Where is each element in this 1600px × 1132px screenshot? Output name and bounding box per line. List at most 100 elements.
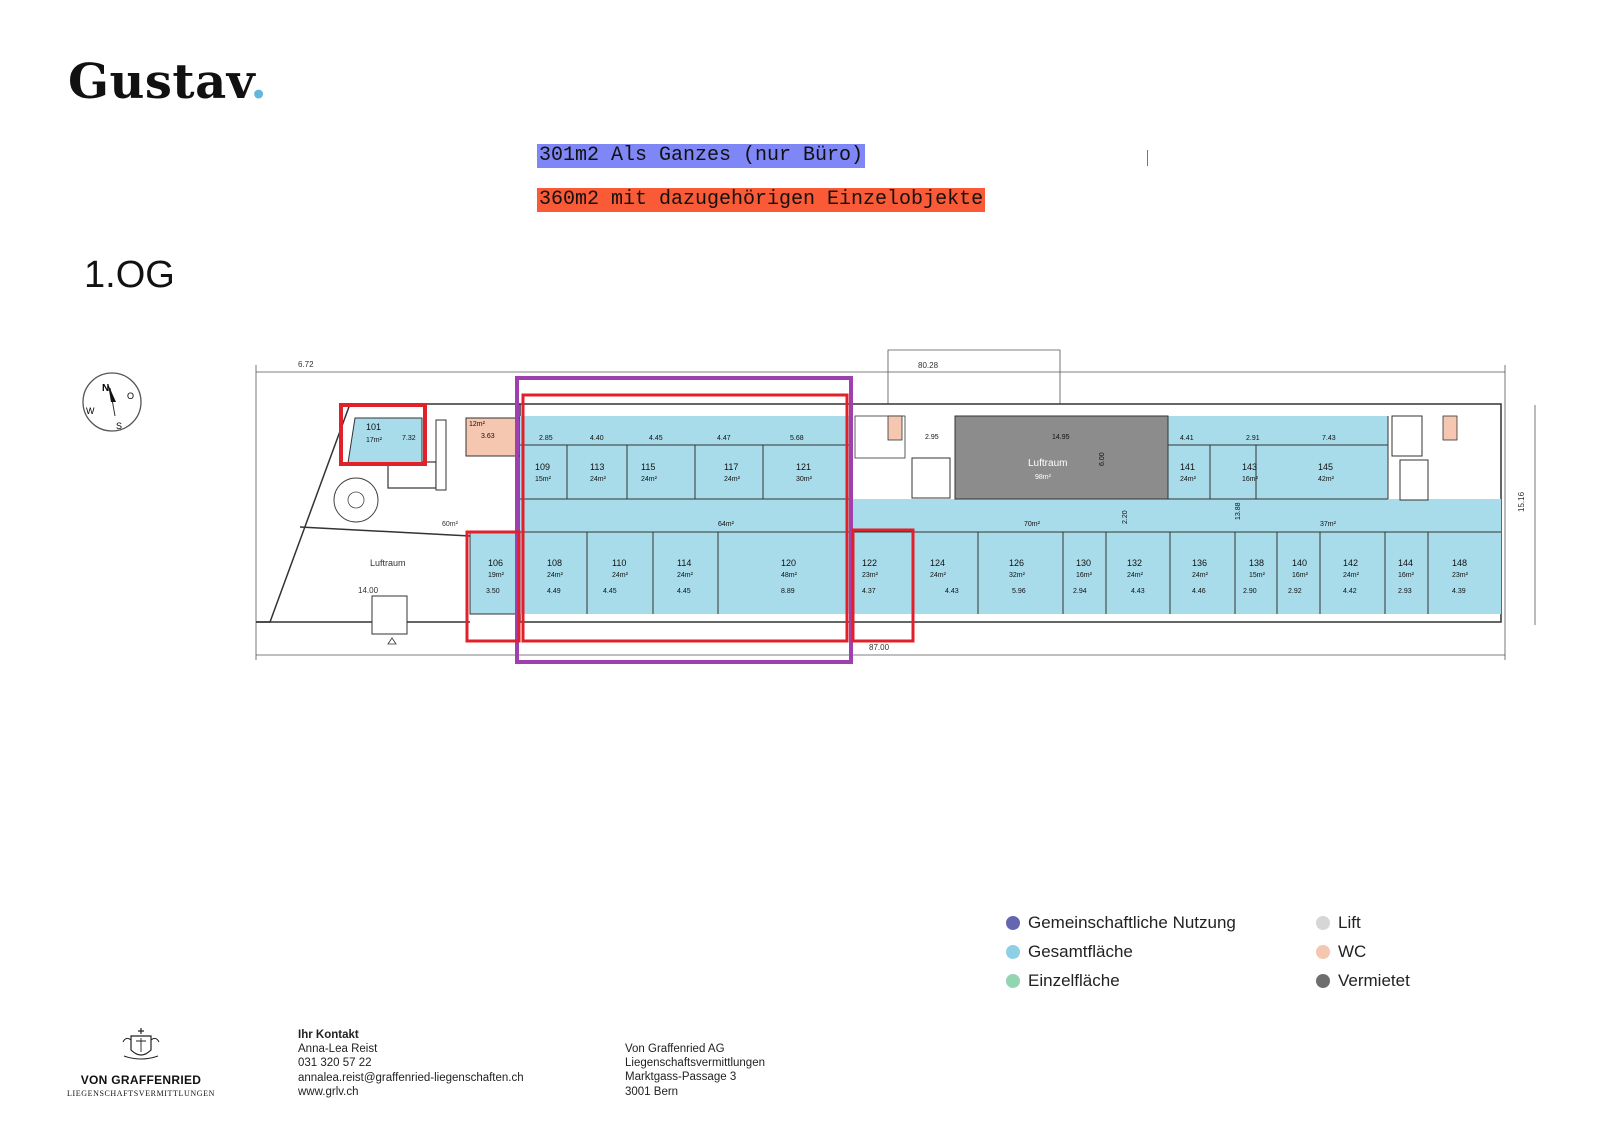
legend-swatch bbox=[1006, 945, 1020, 959]
text-cursor bbox=[1147, 150, 1148, 166]
dim-145: 7.43 bbox=[1322, 435, 1336, 442]
frame-room-122 bbox=[851, 528, 915, 643]
contact-email[interactable]: annalea.reist@graffenried-liegenschaften… bbox=[298, 1071, 524, 1084]
room-130-no: 130 bbox=[1076, 558, 1091, 568]
entrance-stair bbox=[371, 595, 408, 635]
corridor-right-area: 37m² bbox=[1320, 521, 1337, 528]
dim-109: 2.85 bbox=[539, 435, 553, 442]
compass-o: O bbox=[127, 391, 134, 401]
contact-heading: Ihr Kontakt bbox=[298, 1029, 359, 1041]
dim-115: 4.45 bbox=[649, 435, 663, 442]
room-126-dim: 5.96 bbox=[1012, 588, 1026, 595]
room-120-no: 120 bbox=[781, 558, 796, 568]
dim-left-bottom: 14.00 bbox=[358, 586, 379, 595]
legend-wc: WC bbox=[1316, 942, 1366, 962]
room-138-no: 138 bbox=[1249, 558, 1264, 568]
coat-of-arms-icon bbox=[122, 1028, 160, 1060]
room-126-area: 32m² bbox=[1009, 572, 1026, 579]
dim-141: 4.41 bbox=[1180, 435, 1194, 442]
company-name: Von Graffenried AG bbox=[625, 1043, 725, 1055]
bottom-room-labels: 106 19m² 3.50 108 24m² 4.49 110 24m² 4.4… bbox=[486, 558, 1469, 595]
legend-swatch bbox=[1316, 916, 1330, 930]
room-136-dim: 4.46 bbox=[1192, 588, 1206, 595]
room-114-dim: 4.45 bbox=[677, 588, 691, 595]
legend-swatch bbox=[1316, 945, 1330, 959]
room-106-outline bbox=[469, 531, 521, 615]
room-136-area: 24m² bbox=[1192, 572, 1209, 579]
room-114-no: 114 bbox=[677, 558, 691, 568]
floor-label: 1.OG bbox=[84, 254, 175, 296]
room-138-dim: 2.90 bbox=[1243, 588, 1257, 595]
room-148-area: 23m² bbox=[1452, 572, 1469, 579]
compass-w: W bbox=[86, 406, 95, 416]
wc-area: 12m² bbox=[469, 421, 486, 428]
room-130-area: 16m² bbox=[1076, 572, 1093, 579]
dim-depth-c: 13.88 bbox=[1235, 502, 1242, 520]
contact-phone[interactable]: 031 320 57 22 bbox=[298, 1057, 372, 1070]
frame-room-101 bbox=[339, 403, 427, 466]
dim-right: 15.16 bbox=[1517, 491, 1526, 512]
company-logo-sub: LIEGENSCHAFTSVERMITTLUNGEN bbox=[66, 1089, 216, 1098]
frame-singles-main bbox=[521, 393, 849, 643]
room-124-area: 24m² bbox=[930, 572, 947, 579]
room-143-area: 16m² bbox=[1242, 476, 1259, 483]
room-122-dim: 4.37 bbox=[862, 588, 876, 595]
room-122-area: 23m² bbox=[862, 572, 879, 579]
compass-n: N bbox=[102, 383, 109, 394]
company-logo-name: VON GRAFFENRIED bbox=[80, 1073, 202, 1087]
dim-center-top: 80.28 bbox=[918, 361, 939, 370]
room-108-area: 24m² bbox=[547, 572, 564, 579]
room-124-no: 124 bbox=[930, 558, 945, 568]
room-108-no: 108 bbox=[547, 558, 562, 568]
room-115-no: 115 bbox=[641, 462, 655, 472]
room-132-no: 132 bbox=[1127, 558, 1142, 568]
wc-dim: 3.63 bbox=[481, 433, 495, 440]
corridor-fill bbox=[520, 499, 1501, 532]
room-113-area: 24m² bbox=[590, 476, 607, 483]
room-122-no: 122 bbox=[862, 558, 877, 568]
room-108-dim: 4.49 bbox=[547, 588, 561, 595]
company-logo: VON GRAFFENRIED LIEGENSCHAFTSVERMITTLUNG… bbox=[66, 1026, 216, 1098]
room-120-area: 48m² bbox=[781, 572, 798, 579]
highlight-whole-office: 301m2 Als Ganzes (nur Büro) bbox=[537, 144, 866, 168]
lift-right bbox=[1391, 415, 1423, 457]
dim-left-top: 6.72 bbox=[298, 360, 314, 369]
dim-depth-b: 2.20 bbox=[1122, 510, 1129, 524]
top-room-labels: 109 15m² 113 24m² 115 24m² 117 24m² 121 … bbox=[535, 462, 1335, 483]
room-130-dim: 2.94 bbox=[1073, 588, 1087, 595]
legend-lift: Lift bbox=[1316, 913, 1361, 933]
dim-113: 4.40 bbox=[590, 435, 604, 442]
room-140-no: 140 bbox=[1292, 558, 1307, 568]
room-143-no: 143 bbox=[1242, 462, 1257, 472]
legend-gesamtflaeche: Gesamtfläche bbox=[1006, 942, 1133, 962]
room-142-area: 24m² bbox=[1343, 572, 1360, 579]
room-141-area: 24m² bbox=[1180, 476, 1197, 483]
top-dims: 2.85 4.40 4.45 4.47 5.68 4.41 2.91 7.43 … bbox=[539, 434, 1336, 442]
spiral-stair-icon bbox=[333, 477, 379, 523]
room-110-dim: 4.45 bbox=[603, 588, 617, 595]
room-136-no: 136 bbox=[1192, 558, 1207, 568]
contact-website[interactable]: www.grlv.ch bbox=[298, 1085, 359, 1098]
frame-whole-office bbox=[515, 376, 853, 664]
frame-room-106 bbox=[465, 530, 521, 643]
room-132-area: 24m² bbox=[1127, 572, 1144, 579]
company-address: Von Graffenried AG Liegenschaftsvermittl… bbox=[625, 1042, 765, 1099]
room-148-no: 148 bbox=[1452, 558, 1467, 568]
corridor-main-area: 70m² bbox=[1024, 521, 1041, 528]
company-street: Marktgass-Passage 3 bbox=[625, 1071, 737, 1084]
luftraum-left-label: Luftraum bbox=[370, 558, 406, 568]
stair-right bbox=[1399, 459, 1429, 501]
legend-swatch bbox=[1006, 974, 1020, 988]
dim-117: 4.47 bbox=[717, 435, 731, 442]
rented-luftraum bbox=[954, 415, 1169, 500]
legend-swatch bbox=[1316, 974, 1330, 988]
brand-logo: Gustav. bbox=[68, 54, 268, 110]
legend-gemeinschaftliche-nutzung: Gemeinschaftliche Nutzung bbox=[1006, 913, 1236, 933]
room-132-dim: 4.43 bbox=[1131, 588, 1145, 595]
legend-einzelflaeche: Einzelfläche bbox=[1006, 971, 1120, 991]
top-rooms-left-fill bbox=[520, 416, 850, 499]
highlight-with-singles: 360m2 mit dazugehörigen Einzelobjekte bbox=[537, 188, 986, 212]
compass-s: S bbox=[116, 421, 122, 431]
dim-143: 2.91 bbox=[1246, 435, 1260, 442]
dim-121: 5.68 bbox=[790, 435, 804, 442]
